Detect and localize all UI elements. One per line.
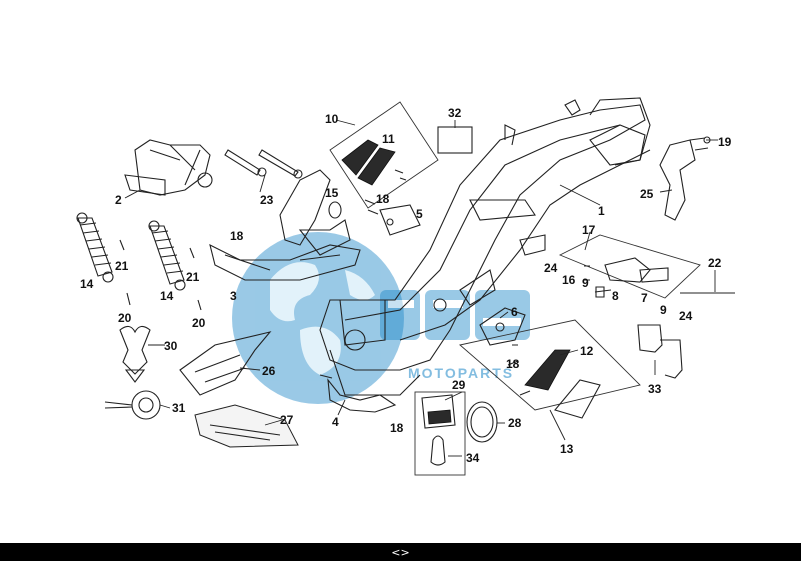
leader-lines: [124, 119, 718, 457]
label-part-22: 22: [708, 256, 722, 270]
label-part-1: 1: [598, 204, 605, 218]
label-part-17: 17: [582, 223, 596, 237]
part-10-box: [329, 101, 439, 209]
label-part-31: 31: [172, 401, 186, 415]
part-28-band: [466, 401, 498, 443]
label-part-2: 2: [115, 193, 122, 207]
part-26-cover: [179, 331, 272, 396]
label-part-26: 26: [262, 364, 276, 378]
label-part-9a: 9: [582, 276, 589, 290]
label-part-21b: 21: [186, 270, 200, 284]
label-part-28: 28: [508, 416, 522, 430]
label-part-9b: 9: [660, 303, 667, 317]
label-part-33: 33: [648, 382, 662, 396]
label-part-3: 3: [230, 289, 237, 303]
label-part-20b: 20: [192, 316, 206, 330]
label-part-18a: 18: [230, 229, 244, 243]
watermark-globe-logo: [232, 232, 404, 404]
part-31-grommet: [104, 390, 161, 420]
part-30-clip: [119, 325, 151, 383]
label-part-29: 29: [452, 378, 466, 392]
label-part-21a: 21: [115, 259, 129, 273]
label-part-27: 27: [280, 413, 294, 427]
label-part-24b: 24: [679, 309, 693, 323]
part-27-undercover: [194, 404, 299, 448]
part-29-34-box: [414, 391, 466, 476]
label-part-14b: 14: [160, 289, 174, 303]
pager-nav-button[interactable]: <>: [391, 545, 410, 559]
part-4-bracket: [319, 374, 397, 413]
label-part-4: 4: [332, 415, 339, 429]
part-25-bracket: [659, 136, 711, 221]
label-part-23: 23: [260, 193, 274, 207]
label-part-13: 13: [560, 442, 574, 456]
part-33-tag: [637, 324, 683, 379]
footer-bar: <>: [0, 543, 801, 561]
exploded-parts-diagram: MOTOPARTS: [76, 97, 735, 476]
part-14-shock-right: [148, 220, 186, 291]
part-3-bracket: [209, 169, 361, 281]
label-part-34: 34: [466, 451, 480, 465]
label-part-11: 11: [382, 132, 395, 146]
label-part-15: 15: [325, 186, 339, 200]
watermark-letters: [380, 290, 530, 340]
label-part-32: 32: [448, 106, 462, 120]
label-part-19: 19: [718, 135, 732, 149]
label-part-5: 5: [416, 207, 423, 221]
part-21-20-bolts: [119, 239, 202, 311]
label-part-16: 16: [562, 273, 576, 287]
label-part-20a: 20: [118, 311, 132, 325]
label-part-7: 7: [641, 291, 648, 305]
watermark-text: MOTOPARTS: [408, 365, 514, 381]
part-32-label: [437, 126, 473, 154]
label-part-14a: 14: [80, 277, 94, 291]
part-5-clamp: [328, 199, 421, 236]
label-part-18b: 18: [376, 192, 390, 206]
label-part-18c: 18: [506, 357, 520, 371]
part-14-shock-left: [76, 212, 114, 283]
label-part-12: 12: [580, 344, 594, 358]
label-part-6: 6: [511, 305, 518, 319]
part-number-labels: 1 2 3 4 5 6 7 8 9 9 10 11 12 13 14 14 15…: [80, 106, 732, 465]
part-13-box: [459, 307, 641, 419]
label-part-25: 25: [640, 187, 654, 201]
label-part-24a: 24: [544, 261, 558, 275]
part-23-bolts: [224, 149, 303, 179]
part-2-bracket: [124, 139, 213, 196]
label-part-30: 30: [164, 339, 178, 353]
part-7-box: [558, 234, 735, 299]
label-part-8: 8: [612, 289, 619, 303]
main-frame: [319, 97, 651, 396]
label-part-10: 10: [325, 112, 339, 126]
label-part-18d: 18: [390, 421, 404, 435]
